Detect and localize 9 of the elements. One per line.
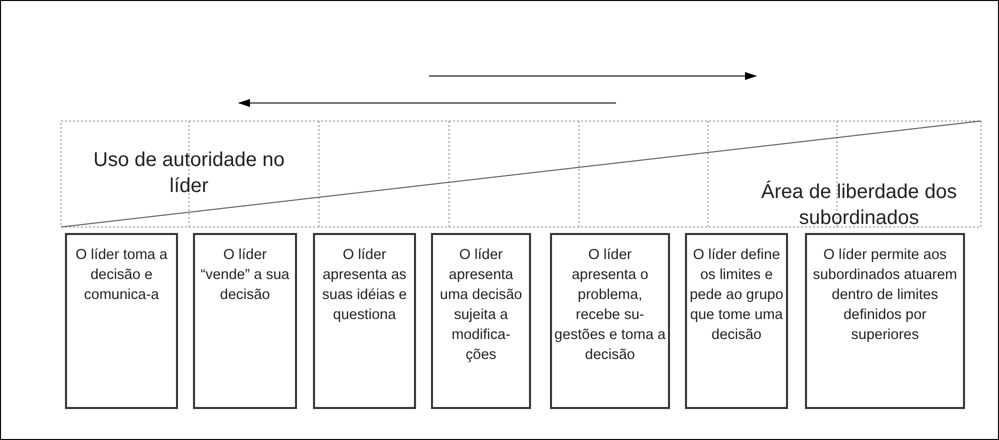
statement-box: O líder permite aos subordinados atuarem dentro de limites definidos por superiores xyxy=(805,233,965,409)
statement-box: O líder define os limites e pede ao grupo que tome uma decisão xyxy=(685,233,788,409)
statement-box: O líder apresenta o problema, recebe su- gestões e toma a decisão xyxy=(550,233,670,409)
statement-box: O líder toma a decisão e comunica-a xyxy=(65,233,178,409)
statement-box: O líder apresenta uma decisão sujeita a modifica- ções xyxy=(431,233,531,409)
axis-label: Uso de autoridade no líder xyxy=(92,148,286,199)
statement-box: O líder “vende” a sua decisão xyxy=(193,233,297,409)
statement-box: O líder apresenta as suas idéias e questiona xyxy=(313,233,416,409)
axis-label: Área de liberdade dos subordinados xyxy=(760,180,958,231)
